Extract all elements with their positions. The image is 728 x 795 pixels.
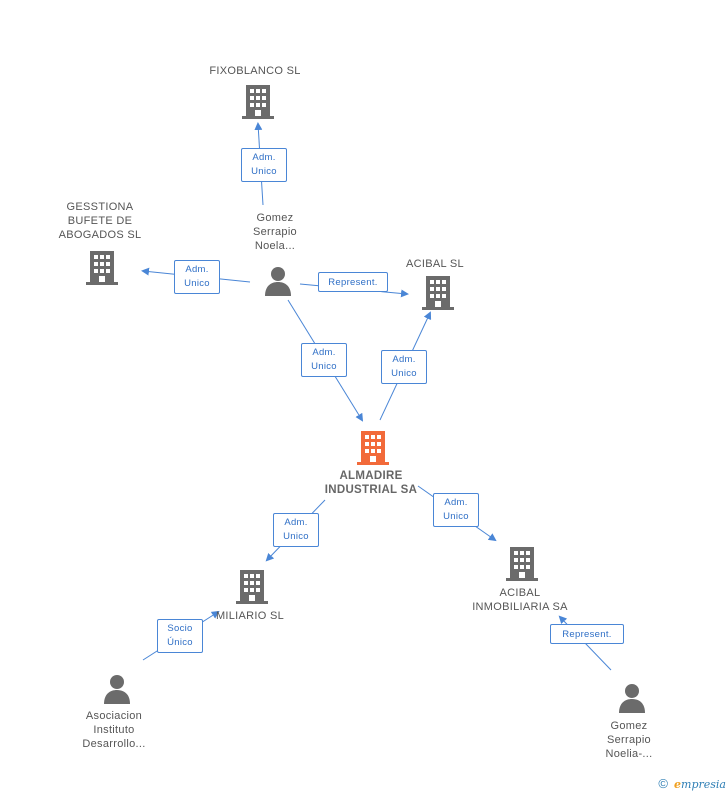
building-icon[interactable]	[422, 276, 454, 310]
edge-label-adm-unico: Adm. Unico	[433, 493, 479, 527]
node-label-acibal-inmobiliaria[interactable]: ACIBAL INMOBILIARIA SA	[472, 587, 568, 613]
edge-label-adm-unico: Adm. Unico	[241, 148, 287, 182]
person-icon[interactable]	[619, 684, 645, 713]
node-label-fixoblanco[interactable]: FIXOBLANCO SL	[209, 65, 301, 77]
edge-label-adm-unico: Adm. Unico	[381, 350, 427, 384]
edge-label-adm-unico: Adm. Unico	[174, 260, 220, 294]
node-label-gomez-noela[interactable]: Gomez Serrapio Noela...	[253, 212, 297, 252]
edge-label-represent: Represent.	[318, 272, 388, 292]
edge-label-represent: Represent.	[550, 624, 624, 644]
brand-footer: © empresia	[658, 776, 726, 791]
node-label-miliario[interactable]: MILIARIO SL	[215, 610, 285, 622]
edge-label-adm-unico: Adm. Unico	[273, 513, 319, 547]
person-icon[interactable]	[265, 267, 291, 296]
building-icon[interactable]	[357, 431, 389, 465]
building-icon[interactable]	[86, 251, 118, 285]
node-label-almadire[interactable]: ALMADIRE INDUSTRIAL SA	[324, 470, 418, 496]
node-label-gomez-noelia[interactable]: Gomez Serrapio Noelia-...	[605, 720, 653, 760]
node-label-acibal-sl[interactable]: ACIBAL SL	[406, 258, 464, 270]
node-label-gesstiona[interactable]: GESSTIONA BUFETE DE ABOGADOS SL	[58, 201, 142, 241]
building-icon[interactable]	[506, 547, 538, 581]
edge-label-adm-unico: Adm. Unico	[301, 343, 347, 377]
building-icon[interactable]	[242, 85, 274, 119]
brand-logo[interactable]: empresia	[674, 778, 726, 791]
node-label-asociacion[interactable]: Asociacion Instituto Desarrollo...	[82, 710, 146, 750]
copyright-icon: ©	[658, 776, 668, 791]
edge-label-socio-unico: Socio Único	[157, 619, 203, 653]
building-icon[interactable]	[236, 570, 268, 604]
person-icon[interactable]	[104, 675, 130, 704]
